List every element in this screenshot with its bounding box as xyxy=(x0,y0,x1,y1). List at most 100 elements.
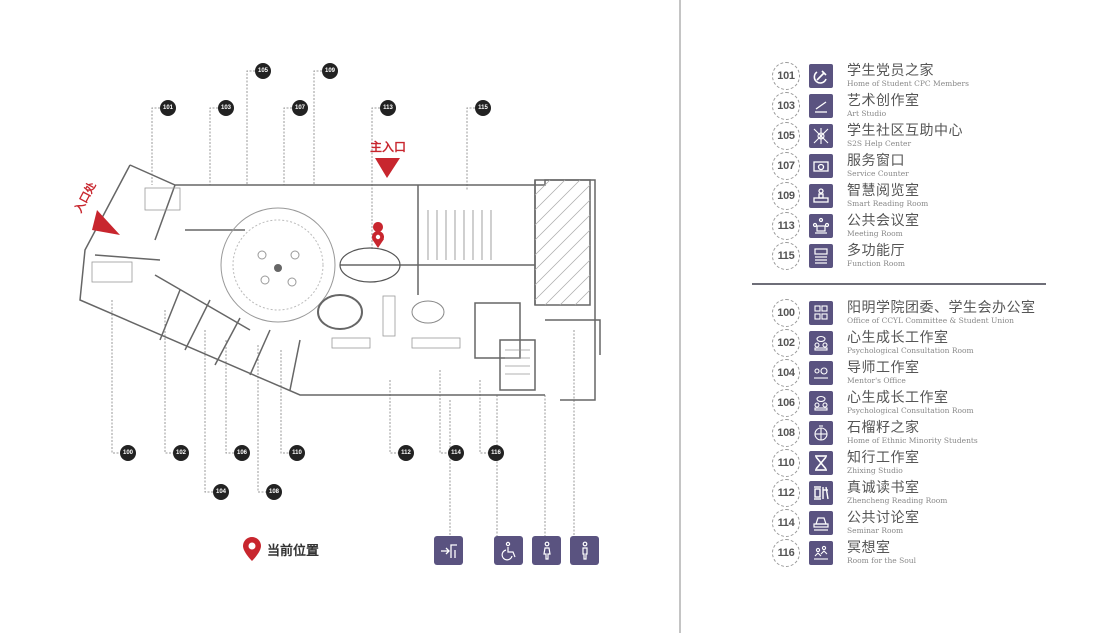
reader-icon xyxy=(809,184,833,208)
room-number: 101 xyxy=(772,62,800,90)
callout-108[interactable]: 108 xyxy=(266,484,282,500)
callout-104[interactable]: 104 xyxy=(213,484,229,500)
room-name-zh: 阳明学院团委、学生会办公室 xyxy=(847,300,1036,317)
room-number: 110 xyxy=(772,449,800,477)
room-number: 105 xyxy=(772,122,800,150)
counter-icon xyxy=(809,154,833,178)
callout-109[interactable]: 109 xyxy=(322,63,338,79)
main-entrance-label: 主入口 xyxy=(370,140,407,154)
callout-114[interactable]: 114 xyxy=(448,445,464,461)
callout-113[interactable]: 113 xyxy=(380,100,396,116)
callout-115[interactable]: 115 xyxy=(475,100,491,116)
callout-105[interactable]: 105 xyxy=(255,63,271,79)
room-number: 107 xyxy=(772,152,800,180)
stairs-icon xyxy=(434,536,463,565)
auditorium-icon xyxy=(809,244,833,268)
room-number: 116 xyxy=(772,539,800,567)
room-name-zh: 心生成长工作室 xyxy=(847,330,949,347)
callout-101[interactable]: 101 xyxy=(160,100,176,116)
callout-116[interactable]: 116 xyxy=(488,445,504,461)
room-number: 108 xyxy=(772,419,800,447)
room-number: 102 xyxy=(772,329,800,357)
side-entrance-arrow xyxy=(92,210,120,235)
room-name-zh: 石榴籽之家 xyxy=(847,420,920,437)
room-number: 112 xyxy=(772,479,800,507)
brush-icon xyxy=(809,94,833,118)
meeting-ellipse xyxy=(339,247,401,283)
room-name-zh: 多功能厅 xyxy=(847,243,905,260)
book-icon xyxy=(809,481,833,505)
consult-icon xyxy=(809,391,833,415)
room-name-en: Seminar Room xyxy=(847,526,904,536)
room-number: 114 xyxy=(772,509,800,537)
room-name-en: Home of Ethnic Minority Students xyxy=(847,436,978,446)
circular-lounge xyxy=(220,207,336,323)
room-name-en: Room for the Soul xyxy=(847,556,916,566)
meditation-icon xyxy=(809,541,833,565)
room-name-zh: 知行工作室 xyxy=(847,450,920,467)
current-location-label: 当前位置 xyxy=(267,543,320,559)
hatched-area xyxy=(534,179,591,306)
callout-103[interactable]: 103 xyxy=(218,100,234,116)
floor-plan xyxy=(79,70,601,536)
mentor-icon xyxy=(809,361,833,385)
callout-112[interactable]: 112 xyxy=(398,445,414,461)
callout-102[interactable]: 102 xyxy=(173,445,189,461)
legend-separator xyxy=(752,283,1046,285)
location-pin-icon xyxy=(243,537,261,561)
room-number: 106 xyxy=(772,389,800,417)
room-number: 109 xyxy=(772,182,800,210)
consult-icon xyxy=(809,331,833,355)
room-name-en: Zhencheng Reading Room xyxy=(847,496,948,506)
current-location-legend: 当前位置 xyxy=(243,537,319,561)
panel-divider xyxy=(679,0,681,633)
room-name-en: Smart Reading Room xyxy=(847,199,929,209)
callout-106[interactable]: 106 xyxy=(234,445,250,461)
room-name-zh: 学生社区互助中心 xyxy=(847,123,963,140)
hourglass-icon xyxy=(809,451,833,475)
building-walls xyxy=(79,164,601,401)
room-number: 115 xyxy=(772,242,800,270)
room-name-en: Psychological Consultation Room xyxy=(847,346,974,356)
room-name-zh: 心生成长工作室 xyxy=(847,390,949,407)
room-number: 113 xyxy=(772,212,800,240)
office-icon xyxy=(809,301,833,325)
room-number: 100 xyxy=(772,299,800,327)
tables xyxy=(91,187,461,349)
room-name-zh: 公共讨论室 xyxy=(847,510,920,527)
callout-100[interactable]: 100 xyxy=(120,445,136,461)
room-name-en: Home of Student CPC Members xyxy=(847,79,969,89)
callout-110[interactable]: 110 xyxy=(289,445,305,461)
male-icon xyxy=(570,536,599,565)
callout-107[interactable]: 107 xyxy=(292,100,308,116)
leader-lines-top xyxy=(151,70,475,250)
wheelchair-icon xyxy=(494,536,523,565)
seminar-icon xyxy=(809,511,833,535)
room-name-zh: 冥想室 xyxy=(847,540,891,557)
hammer-sickle-icon xyxy=(809,64,833,88)
seating-rows xyxy=(427,210,492,260)
room-name-en: Meeting Room xyxy=(847,229,903,239)
room-number: 103 xyxy=(772,92,800,120)
room-name-zh: 学生党员之家 xyxy=(847,63,934,80)
meeting-icon xyxy=(809,214,833,238)
room-name-zh: 真诚读书室 xyxy=(847,480,920,497)
